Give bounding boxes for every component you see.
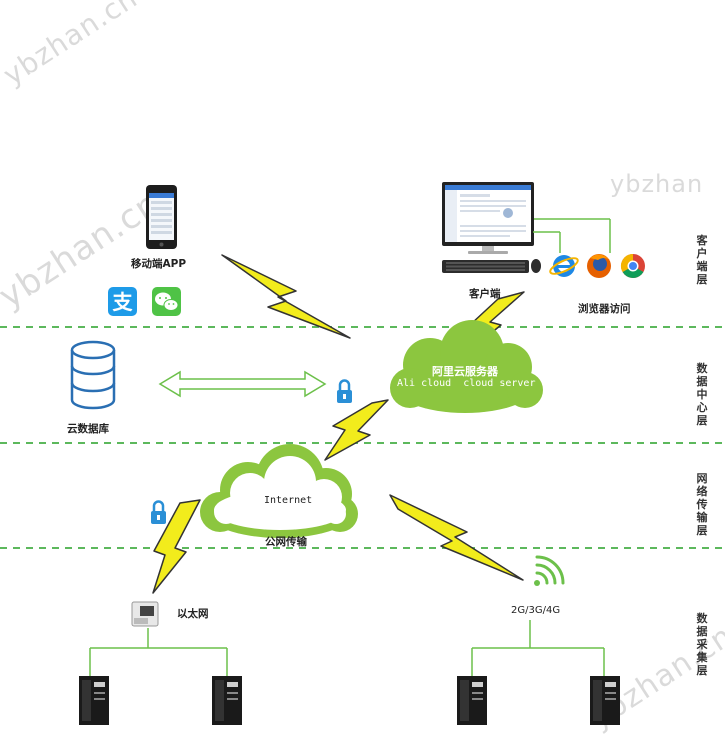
lightning-bolt-server	[324, 399, 389, 461]
wiring	[89, 620, 605, 676]
ethernet-label: 以太网	[177, 608, 209, 620]
lightning-bolt-mobile	[221, 254, 351, 339]
chrome-icon	[620, 254, 645, 279]
device-icon	[79, 676, 109, 725]
internet-cloud	[200, 444, 358, 538]
public-network-label: 公网传输	[265, 536, 307, 548]
aliyun-server-label: 阿里云服务器	[432, 365, 498, 378]
device-icon	[457, 676, 487, 725]
mobile-app-label: 移动端APP	[131, 258, 187, 270]
layer-label-acquisition: 数据采集层	[696, 612, 708, 677]
layer-label-data-center: 数据中心层	[696, 362, 708, 427]
computer-icon	[442, 182, 534, 254]
phone-icon	[146, 185, 177, 249]
browser-access-label: 浏览器访问	[578, 303, 631, 315]
alipay-icon: 支	[108, 287, 137, 316]
lightning-bolt-cellular	[389, 494, 524, 581]
firefox-icon	[587, 254, 611, 278]
layer-label-client: 客户端层	[696, 234, 708, 286]
svg-text:支: 支	[113, 290, 134, 314]
database-icon	[70, 340, 116, 410]
double-arrow	[158, 370, 327, 398]
ethernet-port-icon	[131, 601, 159, 627]
lock-icon	[337, 379, 352, 403]
layer-label-network: 网络传输层	[696, 472, 708, 537]
lock-icon	[151, 500, 166, 524]
device-icon	[590, 676, 620, 725]
watermark: ybzhan	[610, 170, 704, 198]
aliyun-cloud	[390, 320, 543, 413]
aliyun-server-en-label: Ali cloud cloud server	[397, 378, 536, 389]
keyboard-icon	[442, 260, 529, 273]
wifi-icon	[534, 555, 565, 586]
mouse-icon	[531, 259, 541, 273]
device-icon	[212, 676, 242, 725]
ie-icon	[549, 255, 579, 277]
cellular-label: 2G/3G/4G	[511, 605, 561, 616]
lightning-bolt-ethernet	[152, 499, 201, 594]
cloud-database-label: 云数据库	[67, 423, 109, 435]
internet-label: Internet	[264, 495, 313, 506]
wechat-icon	[152, 287, 181, 316]
client-label: 客户端	[469, 288, 501, 300]
